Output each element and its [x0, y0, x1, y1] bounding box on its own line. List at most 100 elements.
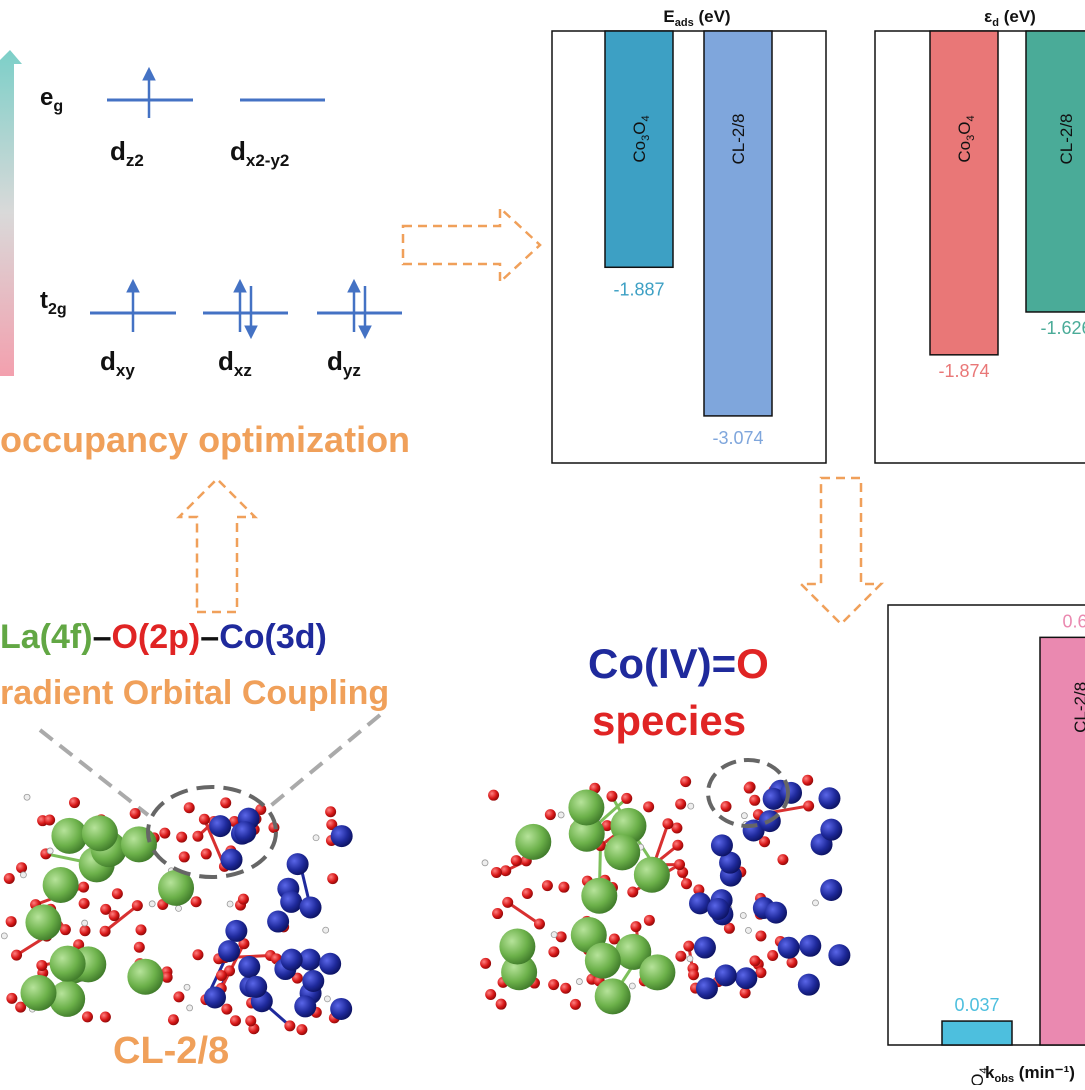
eads-chart-frame [552, 31, 826, 463]
data-label: -3.074 [712, 428, 763, 448]
lanthanum-atom [515, 824, 551, 860]
cl-2-8-structure [1, 794, 352, 1035]
dyz-label: dyz [327, 346, 361, 380]
cobalt-atom [300, 896, 322, 918]
oxygen-atom [522, 888, 533, 899]
oxygen-atom [749, 795, 760, 806]
cobalt-atom [218, 940, 240, 962]
oxygen-atom [11, 950, 22, 961]
cobalt-atom [696, 977, 718, 999]
cobalt-atom [267, 911, 289, 933]
data-label: -1.626 [1040, 318, 1085, 338]
cobalt-atom [818, 787, 840, 809]
oxygen-atom [556, 931, 567, 942]
hydrogen-atom [149, 901, 155, 907]
oxygen-atom [777, 854, 788, 865]
hydrogen-atom [741, 813, 747, 819]
oxygen-atom [6, 916, 17, 927]
hydrogen-atom [82, 920, 88, 926]
hydrogen-atom [745, 927, 751, 933]
oxygen-atom [662, 818, 673, 829]
oxygen-atom [491, 867, 502, 878]
lanthanum-atom [43, 867, 79, 903]
cobalt-atom [707, 898, 729, 920]
oxygen-atom [621, 793, 632, 804]
hydrogen-atom [740, 913, 746, 919]
oxygen-atom [109, 910, 120, 921]
oxygen-atom [548, 979, 559, 990]
lanthanum-atom [51, 818, 87, 854]
zoom-line-left [40, 730, 148, 815]
oxygen-atom [16, 862, 27, 873]
lanthanum-atom [585, 943, 621, 979]
lanthanum-atom [82, 815, 118, 851]
oxygen-atom [560, 983, 571, 994]
dxy-label: dxy [100, 346, 135, 380]
dashed-arrow-right-icon [403, 208, 540, 282]
spin-up-arrow-icon [143, 68, 155, 118]
oxygen-atom [191, 896, 202, 907]
eg-label: eg [40, 84, 63, 115]
cobalt-atom [294, 995, 316, 1017]
oxygen-atom [130, 808, 141, 819]
oxygen-atom [627, 886, 638, 897]
hydrogen-atom [812, 900, 818, 906]
oxygen-atom [296, 1024, 307, 1035]
oxygen-atom [802, 775, 813, 786]
oxygen-atom [744, 783, 755, 794]
dashed-arrow-up-icon [179, 479, 255, 612]
oxygen-atom [245, 1015, 256, 1026]
oxygen-atom [542, 880, 553, 891]
cobalt-atom [287, 853, 309, 875]
oxygen-atom [78, 882, 89, 893]
oxygen-atom [100, 926, 111, 937]
lanthanum-atom [639, 954, 675, 990]
lanthanum-atom [499, 928, 535, 964]
lanthanum-atom [50, 946, 86, 982]
oxygen-atom [192, 949, 203, 960]
oxygen-atom [545, 809, 556, 820]
cobalt-atom [209, 815, 231, 837]
oxygen-atom [159, 828, 170, 839]
oxygen-atom [721, 801, 732, 812]
cobalt-atom [234, 821, 256, 843]
lanthanum-atom [121, 826, 157, 862]
oxygen-atom [548, 946, 559, 957]
oxygen-atom [570, 999, 581, 1010]
oxygen-atom [485, 989, 496, 1000]
chart-title: εd (eV) [984, 7, 1036, 29]
oxygen-atom [630, 921, 641, 932]
oxygen-atom [327, 873, 338, 884]
cobalt-atom [245, 976, 267, 998]
data-label: -1.887 [613, 279, 664, 299]
lanthanum-atom [604, 834, 640, 870]
hydrogen-atom [187, 1005, 193, 1011]
oxygen-atom [6, 993, 17, 1004]
oxygen-atom [176, 832, 187, 843]
oxygen-atom [767, 950, 778, 961]
kobs-chart: kobs (min⁻¹)0.037Co3O40.63CL-2/8 [942, 611, 1085, 1085]
hydrogen-atom [629, 983, 635, 989]
cobalt-atom [221, 849, 243, 871]
oxygen-atom [675, 799, 686, 810]
oxygen-atom [184, 802, 195, 813]
oxygen-atom [803, 800, 814, 811]
lanthanum-atom [127, 959, 163, 995]
oxygen-atom [179, 851, 190, 862]
lanthanum-atom [21, 975, 57, 1011]
cobalt-atom [820, 819, 842, 841]
t2g-label: t2g [40, 287, 67, 318]
cobalt-atom [735, 967, 757, 989]
oxygen-atom [672, 840, 683, 851]
structure-label: CL-2/8 [113, 1030, 229, 1072]
lanthanum-atom [581, 878, 617, 914]
cobalt-atom [225, 920, 247, 942]
cobalt-atom [319, 953, 341, 975]
oxygen-atom [82, 1011, 93, 1022]
hydrogen-atom [176, 905, 182, 911]
cobalt-atom [780, 782, 802, 804]
cobalt-atom [778, 937, 800, 959]
gradient-orbital-coupling-text: radient Orbital Coupling [0, 674, 389, 712]
